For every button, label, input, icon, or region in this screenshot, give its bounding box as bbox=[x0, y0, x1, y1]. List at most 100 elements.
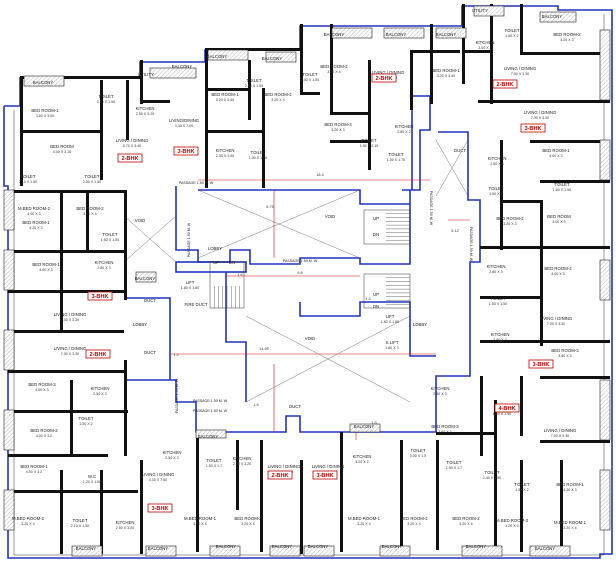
unit-tag-box-t11 bbox=[312, 470, 338, 480]
room-name-r35: LIVING / DINING bbox=[524, 110, 557, 115]
wall-11 bbox=[205, 130, 265, 133]
passage-p6: PASSAGE 1.50 M. W bbox=[469, 227, 473, 262]
room-name-r31: BALCONY bbox=[542, 14, 563, 19]
dim-d7: 1.2 bbox=[173, 353, 178, 357]
wall-22 bbox=[462, 4, 465, 84]
balcony-hatch-18 bbox=[269, 545, 301, 557]
room-name-r51: BED ROOM-1 bbox=[556, 482, 584, 487]
unit-tag-box-t5 bbox=[520, 123, 546, 133]
room-size-r37: 2.50 X 3 bbox=[490, 162, 503, 166]
room-name-r91: M.BED ROOM-2 bbox=[18, 206, 51, 211]
balcony-hatch-8 bbox=[539, 11, 577, 23]
unit-tag-t12: 3-BHK bbox=[151, 506, 168, 512]
room-name-r24: BED ROOM-3 bbox=[324, 122, 352, 127]
room-name-r7: BALCONY bbox=[172, 64, 193, 69]
room-size-r51: 4.20 X 3 bbox=[563, 488, 576, 492]
wall-35 bbox=[540, 246, 543, 346]
wall-26 bbox=[520, 52, 610, 55]
walls bbox=[8, 4, 610, 554]
room-size-r38: 1.60 X 1.50 bbox=[553, 188, 571, 192]
wall-61 bbox=[8, 330, 124, 333]
wall-12 bbox=[262, 88, 265, 188]
room-size-r42: 4.00 X 3 bbox=[551, 272, 564, 276]
unit-tag-t4: 2-BHK bbox=[496, 82, 513, 88]
room-size-r40: 4.00 X 3 bbox=[552, 220, 565, 224]
wall-14 bbox=[300, 92, 320, 95]
room-size-r36: 4.00 X 3 bbox=[549, 154, 562, 158]
balcony-hatch-28 bbox=[349, 423, 381, 433]
passage-p2: PASSAGE 1.50 M. W bbox=[283, 259, 318, 263]
room-name-r47: BED ROOM-3 bbox=[551, 348, 579, 353]
room-size-r89: 7.00 X 3.30 bbox=[61, 352, 79, 356]
room-name-r70: TOILET bbox=[207, 458, 222, 463]
room-name-r82: W.C bbox=[88, 474, 96, 479]
dim-d6: 1.3 bbox=[365, 297, 370, 301]
room-name-r85: BED ROOM-2 bbox=[30, 428, 58, 433]
unit-tag-t10: 2-BHK bbox=[271, 473, 288, 479]
unit-tag-t11: 3-BHK bbox=[316, 473, 333, 479]
balcony-hatch-21 bbox=[71, 545, 103, 557]
room-name-r56: TOILET bbox=[447, 460, 462, 465]
room-name-r55: TOILET bbox=[485, 470, 500, 475]
room-name-r90: BED ROOM-1 bbox=[22, 220, 50, 225]
wall-16 bbox=[330, 112, 370, 115]
wall-19 bbox=[410, 50, 413, 110]
room-name-r1: BALCONY bbox=[33, 80, 54, 85]
wall-6 bbox=[140, 100, 170, 103]
balcony-hatch-24 bbox=[3, 329, 15, 371]
room-name-r25: TOILET bbox=[362, 138, 377, 143]
dim-d9: 1.5 bbox=[371, 421, 376, 425]
wall-32 bbox=[540, 200, 543, 270]
room-name-r18: BALCONY bbox=[324, 32, 345, 37]
wall-10 bbox=[248, 60, 251, 120]
wall-30 bbox=[540, 180, 610, 183]
room-name-r11: LIVING/DINING bbox=[169, 118, 200, 123]
room-name-r84: BALCONY bbox=[148, 546, 169, 551]
balcony-hatch-7 bbox=[473, 5, 505, 17]
wall-13 bbox=[300, 24, 303, 94]
room-size-r88: 2.50 X 3 bbox=[93, 392, 106, 396]
void-lines bbox=[123, 139, 469, 403]
room-name-r54: M.BED ROOM-1 bbox=[554, 520, 587, 525]
room-name-r32: KITCHEN bbox=[476, 40, 495, 45]
wall-38 bbox=[520, 376, 523, 436]
dim-d4: 6.75 bbox=[266, 205, 273, 209]
room-size-r33: 4.20 X 3 bbox=[560, 38, 573, 42]
room-size-r14: 2.30 X 3.00 bbox=[216, 154, 234, 158]
common-c8: DUCT bbox=[144, 350, 156, 355]
room-name-r6: UTILITY bbox=[138, 72, 154, 77]
room-size-r73: 3.20 X 4 bbox=[193, 522, 206, 526]
room-name-r80: M.BED ROOM-2 bbox=[12, 516, 45, 521]
room-name-r62: BALCONY bbox=[354, 424, 375, 429]
dimension-labels: 18.49.814.956.755.121.31.21.61.51.5 bbox=[173, 173, 458, 425]
room-size-r87: 4.00 X 3 bbox=[35, 388, 48, 392]
room-name-r2: BED ROOM-1 bbox=[31, 108, 59, 113]
common-c10: DUCT bbox=[454, 148, 466, 153]
unit-tag-box-t10 bbox=[267, 470, 293, 480]
wall-52 bbox=[140, 460, 143, 554]
wall-53 bbox=[100, 470, 103, 554]
room-name-r76: KITCHEN bbox=[163, 450, 182, 455]
room-size-r93: 1.50 X 1.50 bbox=[101, 238, 119, 242]
unit-tag-box-t2 bbox=[173, 146, 199, 156]
room-name-r15: TOILET bbox=[251, 150, 266, 155]
wall-45 bbox=[436, 440, 439, 550]
room-name-r43: KITCHEN bbox=[487, 264, 506, 269]
wall-17 bbox=[368, 60, 371, 170]
room-name-r73: M.BED ROOM-1 bbox=[184, 516, 217, 521]
room-name-r52: M.BED ROOM-3 bbox=[496, 518, 529, 523]
unit-tag-box-t12 bbox=[147, 503, 173, 513]
balcony-hatch-13 bbox=[599, 469, 611, 531]
room-size-r65: 3.20 X 4 bbox=[357, 522, 370, 526]
dim-d10: 1.5 bbox=[253, 403, 258, 407]
room-name-r21: TOILET bbox=[303, 72, 318, 77]
room-name-r36: BED ROOM-1 bbox=[542, 148, 570, 153]
balcony-hatch-27 bbox=[195, 429, 227, 439]
unit-tag-box-t4 bbox=[492, 79, 518, 89]
room-size-r72: 3.20 X 4 bbox=[241, 522, 254, 526]
room-size-r92: 3.20 X 4 bbox=[83, 212, 96, 216]
wall-41 bbox=[494, 400, 497, 550]
room-size-r86: 1.50 X 2 bbox=[79, 422, 92, 426]
room-size-r23: 3.20 X 3.40 bbox=[437, 74, 455, 78]
